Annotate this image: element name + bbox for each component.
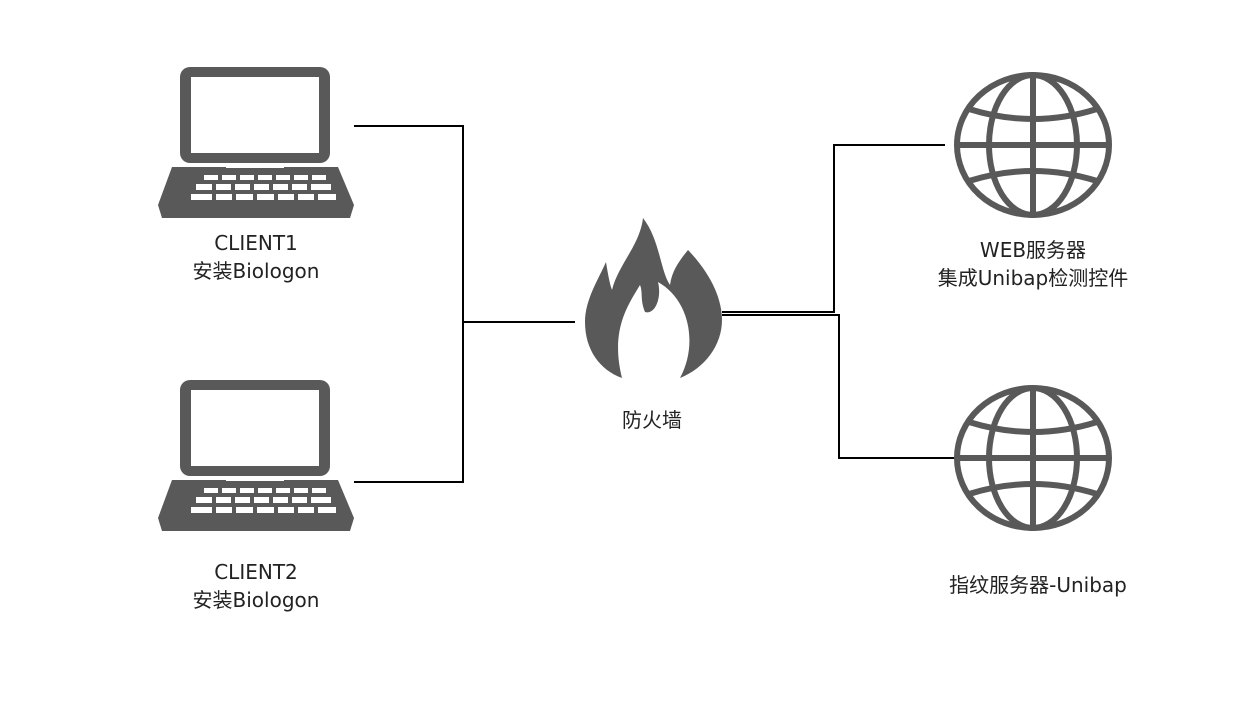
laptop-icon — [158, 67, 354, 218]
laptop-icon — [158, 380, 354, 531]
client2-desc: 安装Biologon — [192, 588, 320, 612]
client1-label: CLIENT1 安装Biologon — [176, 229, 336, 285]
edge-firewall-web-server — [722, 144, 945, 313]
web-server-desc: 集成Unibap检测控件 — [937, 266, 1129, 290]
edge-client2-firewall — [354, 322, 464, 483]
web-server-label: WEB服务器 集成Unibap检测控件 — [913, 236, 1153, 292]
edge-client1-firewall — [354, 125, 575, 323]
client1-name: CLIENT1 — [214, 231, 298, 255]
connector-lines — [354, 125, 956, 483]
globe-icon — [957, 75, 1109, 215]
web-server-name: WEB服务器 — [979, 238, 1087, 262]
client2-name: CLIENT2 — [214, 560, 298, 584]
globe-icon — [957, 388, 1109, 528]
fingerprint-server-label: 指纹服务器-Unibap — [913, 571, 1163, 599]
client2-label: CLIENT2 安装Biologon — [176, 558, 336, 614]
firewall-name: 防火墙 — [622, 408, 682, 432]
firewall-label: 防火墙 — [592, 406, 712, 434]
fingerprint-server-name: 指纹服务器-Unibap — [949, 573, 1127, 597]
client1-desc: 安装Biologon — [192, 259, 320, 283]
fire-icon — [585, 218, 722, 378]
edge-firewall-fingerprint-server — [722, 314, 956, 459]
